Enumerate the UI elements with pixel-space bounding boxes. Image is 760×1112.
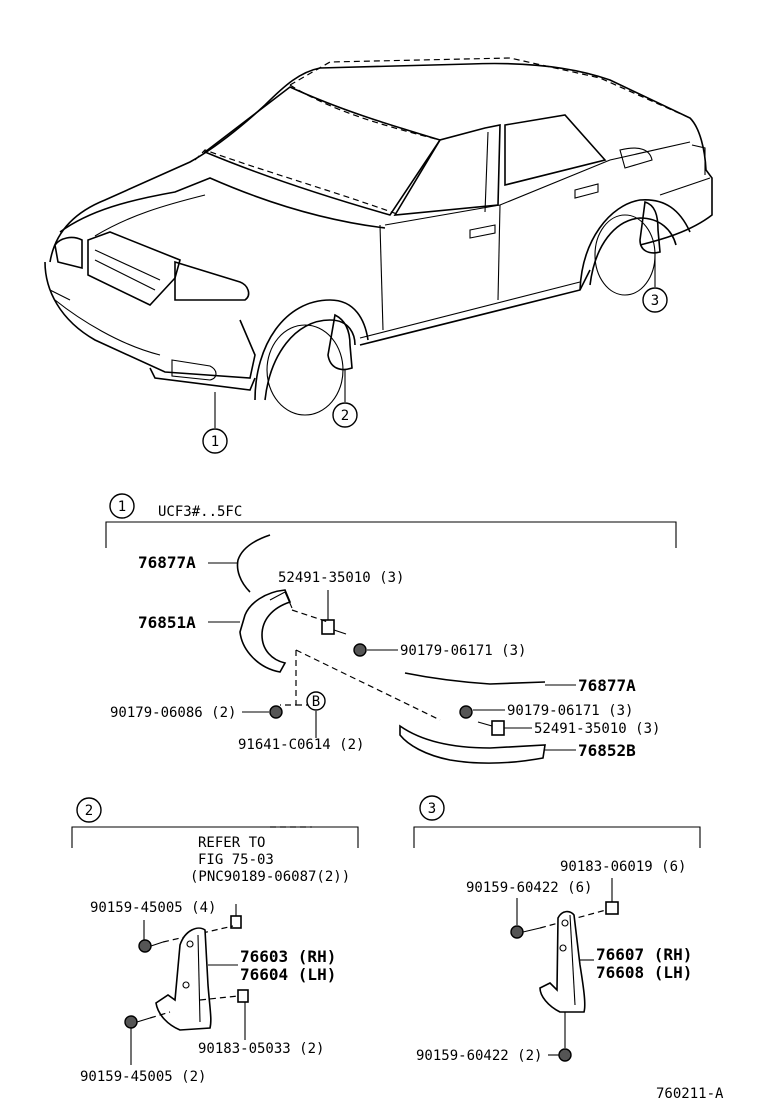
svg-text:2: 2: [85, 803, 93, 819]
clip-90183-06019: [605, 901, 619, 915]
label-90159-60422-top: 90159-60422 (6): [466, 880, 592, 896]
refer-line-2: FIG 75-03: [198, 852, 274, 868]
svg-text:3: 3: [651, 293, 659, 309]
bolt-90159-60422-top: [510, 925, 524, 939]
clip-52491-right: [491, 720, 505, 736]
clip-52491-top: [321, 619, 335, 635]
section-1-callout: [109, 493, 135, 519]
refer-line-3: (PNC90189-06087(2)): [190, 869, 350, 885]
label-90183-06019: 90183-06019 (6): [560, 859, 686, 875]
nut-90179-right: [459, 705, 473, 719]
label-90179-top: 90179-06171 (3): [400, 643, 526, 659]
label-90159-60422-bottom: 90159-60422 (2): [416, 1048, 542, 1064]
section-1-bracket: [105, 521, 677, 548]
label-90179-06086: 90179-06086 (2): [110, 705, 236, 721]
label-76604: 76604 (LH): [240, 965, 336, 984]
car-illustration: [44, 57, 713, 416]
bolt-90159-top: [138, 939, 152, 953]
label-52491-right: 52491-35010 (3): [534, 721, 660, 737]
car-mudflap-rear: [639, 200, 661, 254]
label-76852B: 76852B: [578, 741, 636, 760]
nut-90179-top: [353, 643, 367, 657]
svg-text:1: 1: [118, 499, 126, 515]
label-90159-45005-bottom: 90159-45005 (2): [80, 1069, 206, 1085]
callout-3-car: 3: [642, 287, 668, 313]
bolt-90159-bottom: [124, 1015, 138, 1029]
label-76608: 76608 (LH): [596, 963, 692, 982]
callout-2-car: 2: [332, 402, 358, 428]
label-52491-top: 52491-35010 (3): [278, 570, 404, 586]
part-76851A: [239, 589, 292, 673]
bolt-90159-60422-bottom: [558, 1048, 572, 1062]
nut-90179-06086: [269, 705, 283, 719]
part-mudflap-section-2: [155, 927, 212, 1031]
refer-line-1: REFER TO: [198, 835, 265, 851]
svg-text:2: 2: [341, 408, 349, 424]
section-1: 1 UCF3#..5FC 76877A 76851A 52491-35010 (…: [105, 493, 677, 764]
label-76877A-top: 76877A: [138, 553, 196, 572]
part-76877A-top: [236, 534, 271, 593]
label-76877A-right: 76877A: [578, 676, 636, 695]
label-90183-05033: 90183-05033 (2): [198, 1041, 324, 1057]
part-76852B: [399, 724, 546, 764]
label-91641: 91641-C0614 (2): [238, 737, 364, 753]
part-76877A-right: [404, 672, 546, 685]
section-1-title: UCF3#..5FC: [158, 504, 242, 520]
callout-1-car: 1: [202, 428, 228, 454]
section-2-bracket: [71, 826, 359, 848]
section-3-callout: [419, 795, 445, 821]
label-90159-45005-top: 90159-45005 (4): [90, 900, 216, 916]
callout-b: [306, 691, 326, 711]
car-mudflap-front: [327, 313, 353, 371]
label-76607: 76607 (RH): [596, 945, 692, 964]
label-90179-right: 90179-06171 (3): [507, 703, 633, 719]
label-76851A: 76851A: [138, 613, 196, 632]
section-3: 3 90183-06019 (6) 90159-60422 (6) 76607 …: [413, 795, 701, 1064]
svg-text:1: 1: [211, 434, 219, 450]
clip-90183-05033: [237, 989, 249, 1003]
label-76603: 76603 (RH): [240, 947, 336, 966]
section-3-bracket: [413, 826, 701, 848]
svg-text:3: 3: [428, 801, 436, 817]
section-2-callout: [76, 797, 102, 823]
svg-text:B: B: [312, 694, 320, 710]
section-2: 2 REFER TO FIG 75-03 (PNC90189-06087(2))…: [71, 797, 359, 1085]
part-mudflap-section-3: [539, 910, 586, 1013]
figure-id: 760211-A: [656, 1086, 724, 1102]
